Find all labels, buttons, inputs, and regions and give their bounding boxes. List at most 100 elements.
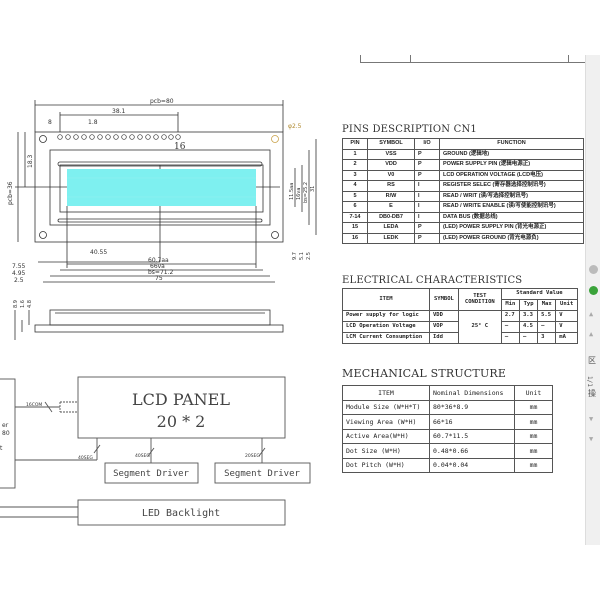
lcd-panel-format: 20 * 2 bbox=[157, 412, 206, 431]
header-dimensions: Nominal Dimensions bbox=[429, 385, 515, 401]
mount-hole bbox=[271, 135, 279, 143]
cell: VDD bbox=[429, 310, 459, 322]
header-io: I/O bbox=[414, 138, 440, 150]
cell: Viewing Area (W*H) bbox=[342, 414, 430, 430]
cell: 5 bbox=[342, 190, 368, 202]
dim-side-89: 8.9 bbox=[13, 300, 19, 308]
page-label-top: 区 bbox=[588, 356, 596, 365]
cell: I bbox=[414, 201, 440, 213]
cell: LCM Current Consumption bbox=[342, 332, 430, 344]
cell: mm bbox=[514, 414, 553, 430]
next-page-icon[interactable]: ▼ bbox=[589, 415, 594, 423]
mount-hole bbox=[271, 231, 279, 239]
cell: 80*36*8.9 bbox=[429, 399, 515, 415]
dim-pin-pitch: 1.8 bbox=[88, 119, 98, 126]
cell: E bbox=[367, 201, 415, 213]
dim-hole-span: 75 bbox=[155, 275, 163, 282]
header-standard-value: Standard Value bbox=[500, 288, 579, 300]
cell: READ / WRIT (读/写选择控制讯号) bbox=[439, 190, 584, 202]
cell: I bbox=[414, 180, 440, 192]
cell: 4.5 bbox=[518, 321, 539, 333]
cell: P bbox=[414, 169, 440, 181]
header-item: ITEM bbox=[342, 385, 430, 401]
controller-label-partial: t bbox=[0, 445, 3, 452]
dim-view-h: 16va bbox=[296, 188, 302, 200]
dim-active-h: 11.5aa bbox=[289, 183, 295, 200]
dim-left-495: 4.95 bbox=[12, 270, 26, 277]
cell: REGISTER SELEC (寄存器选择控制讯号) bbox=[439, 180, 584, 192]
partial-table-bottom bbox=[360, 55, 587, 63]
header-unit: Unit bbox=[514, 385, 553, 401]
seg-label-3: 20SEG bbox=[245, 453, 260, 459]
cell: DATA BUS (数据总线) bbox=[439, 211, 584, 223]
dim-pin-offset: 8 bbox=[48, 119, 52, 126]
header-max: Max bbox=[537, 299, 557, 311]
dim-side-16: 1.6 bbox=[20, 300, 26, 308]
cell: 16 bbox=[342, 232, 368, 244]
com-label: 16COM bbox=[26, 402, 42, 408]
segment-driver-box-2 bbox=[214, 462, 311, 484]
cell: (LED) POWER SUPPLY PIN (背光电源正) bbox=[439, 222, 584, 234]
cell: 66*16 bbox=[429, 414, 515, 430]
cell: 0.48*0.66 bbox=[429, 443, 515, 459]
cell: LEDA bbox=[367, 222, 415, 234]
dim-left-755: 7.55 bbox=[12, 263, 26, 270]
cell: V bbox=[555, 321, 578, 333]
lcd-panel-box bbox=[77, 376, 286, 439]
cell: 3 bbox=[537, 332, 557, 344]
cell: — bbox=[500, 321, 520, 333]
segment-driver-label-2: Segment Driver bbox=[224, 469, 300, 479]
table-header: PIN SYMBOL I/O FUNCTION bbox=[342, 138, 584, 150]
cell: 15 bbox=[342, 222, 368, 234]
cell: (LED) POWER GROUND (背光电源负) bbox=[439, 232, 584, 244]
cell: mm bbox=[514, 443, 553, 459]
cell: GROUND (逻辑地) bbox=[439, 148, 584, 160]
lcd-dimension-drawing: pcb=80 38.1 8 1.8 16 φ2.5 pcb=36 18.3 11… bbox=[7, 98, 317, 340]
cell: V0 bbox=[367, 169, 415, 181]
cell: 4 bbox=[342, 180, 368, 192]
cell: 1 bbox=[342, 148, 368, 160]
dim-bezel-h: bs=25.2 bbox=[303, 182, 309, 203]
header-pin: PIN bbox=[342, 138, 368, 150]
cell: POWER SUPPLY PIN (逻辑电源正) bbox=[439, 159, 584, 171]
cell: mA bbox=[555, 332, 578, 344]
cell: 6 bbox=[342, 201, 368, 213]
cell: V bbox=[555, 310, 578, 322]
cell: LEDK bbox=[367, 232, 415, 244]
dim-top-offset: 18.3 bbox=[27, 154, 34, 168]
cell: READ / WRITE ENABLE (读/写使能控制讯号) bbox=[439, 201, 584, 213]
cell: Idd bbox=[429, 332, 459, 344]
block-diagram: 16COM 40SEG 40SEG 20SEG er 80 t LCD PANE… bbox=[0, 376, 311, 526]
cell: mm bbox=[514, 399, 553, 415]
header-min: Min bbox=[500, 299, 520, 311]
previous-page-icon[interactable]: ▲ bbox=[589, 330, 594, 338]
cell: VOP bbox=[429, 321, 459, 333]
seg-label-1: 40SEG bbox=[78, 455, 93, 461]
first-page-icon[interactable]: ▲ bbox=[589, 310, 594, 318]
side-toolbar: ▲ ▲ 区 1/1 操 ▼ ▼ bbox=[585, 55, 600, 545]
dim-view-w: 66va bbox=[150, 263, 165, 270]
cell: RS bbox=[367, 180, 415, 192]
dim-25: 2.5 bbox=[306, 252, 312, 260]
seg-label-2: 40SEG bbox=[135, 453, 150, 459]
zoom-out-icon[interactable] bbox=[589, 265, 598, 274]
last-page-icon[interactable]: ▼ bbox=[589, 435, 594, 443]
dim-hole: φ2.5 bbox=[288, 123, 302, 130]
cell: 5.5 bbox=[537, 310, 557, 322]
zoom-in-icon[interactable] bbox=[589, 286, 598, 295]
mount-hole bbox=[39, 135, 47, 143]
cell: 0.04*0.04 bbox=[429, 457, 515, 473]
cell: VSS bbox=[367, 148, 415, 160]
cell: I bbox=[414, 211, 440, 223]
